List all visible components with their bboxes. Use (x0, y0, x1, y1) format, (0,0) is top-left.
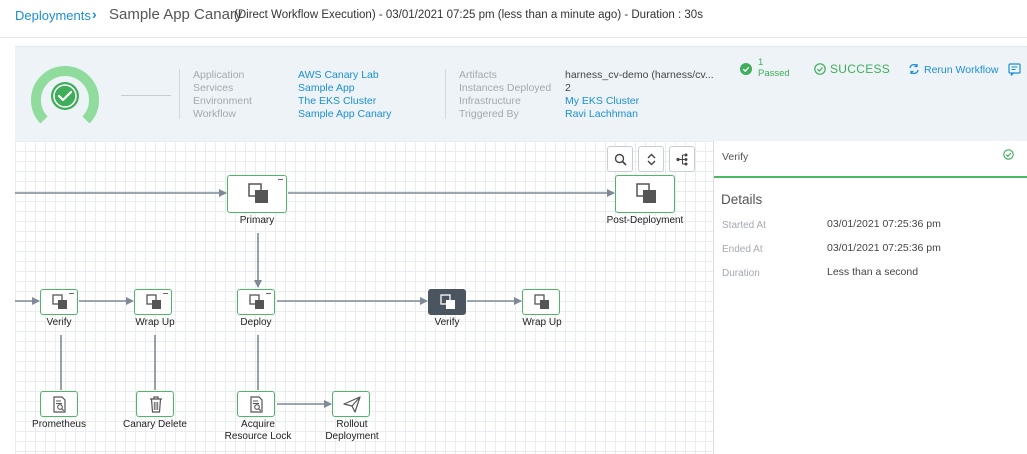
node-label-line: Deployment (325, 431, 379, 442)
minus-icon[interactable] (266, 293, 271, 294)
rerun-workflow-button[interactable]: Rerun Workflow (924, 64, 999, 76)
details-value-ended-at: 03/01/2021 07:25:36 pm (827, 242, 941, 254)
application-link[interactable]: AWS Canary Lab (298, 69, 379, 81)
node-rollout-deployment[interactable] (332, 391, 370, 417)
step-icon (52, 294, 67, 309)
step-icon (146, 294, 161, 309)
page-title: Sample App Canary (109, 6, 243, 23)
details-panel-title: Verify (722, 151, 749, 163)
label-artifacts: Artifacts (459, 69, 497, 81)
document-search-icon (250, 396, 263, 413)
node-wrapup-right[interactable] (522, 289, 560, 315)
services-link[interactable]: Sample App (298, 82, 355, 94)
environment-link[interactable]: The EKS Cluster (298, 95, 377, 107)
node-label-prometheus: Prometheus (32, 419, 86, 430)
workflow-link[interactable]: Sample App Canary (298, 108, 392, 120)
step-icon (249, 294, 264, 309)
node-prometheus[interactable] (40, 391, 78, 417)
collapse-expand-button[interactable] (638, 146, 664, 172)
node-label-line: Acquire (241, 419, 275, 430)
layout-icon (676, 153, 688, 166)
node-post-deployment[interactable] (615, 175, 675, 213)
details-value-started-at: 03/01/2021 07:25:36 pm (827, 218, 941, 230)
success-status-ring-icon (31, 66, 99, 124)
details-heading: Details (721, 192, 763, 207)
page-subtitle: (Direct Workflow Execution) - 03/01/2021… (234, 9, 703, 21)
label-triggered-by: Triggered By (459, 108, 519, 120)
details-value-duration: Less than a second (827, 266, 919, 278)
details-panel-divider (714, 176, 1027, 178)
instances-deployed-value: 2 (565, 82, 571, 94)
chevron-right-icon: › (92, 6, 97, 22)
node-label-wrapup-right: Wrap Up (522, 317, 562, 328)
label-environment: Environment (193, 95, 252, 107)
node-verify-left[interactable] (40, 289, 78, 315)
node-label-wrapup-left: Wrap Up (135, 317, 175, 328)
divider (179, 69, 180, 119)
artifact-value: harness_cv-demo (harness/cv... (565, 69, 714, 81)
check-circle-outline-icon (814, 63, 826, 75)
label-application: Application (193, 69, 245, 81)
node-label-primary: Primary (239, 215, 275, 226)
node-label-line: Resource Lock (224, 431, 292, 442)
details-label-started-at: Started At (722, 220, 766, 231)
minus-icon[interactable] (69, 293, 74, 294)
node-label-canary-delete: Canary Delete (123, 419, 187, 430)
node-label-acquire-resource-lock: Acquire Resource Lock (216, 419, 300, 443)
label-workflow: Workflow (193, 108, 236, 120)
details-label-duration: Duration (722, 268, 760, 279)
step-icon (534, 294, 549, 309)
infrastructure-link[interactable]: My EKS Cluster (565, 95, 640, 107)
minus-icon[interactable] (278, 179, 283, 180)
collapse-expand-icon (647, 153, 656, 166)
phase-icon (636, 183, 656, 203)
step-icon (440, 294, 455, 309)
layout-button[interactable] (669, 146, 695, 172)
node-label-verify-left: Verify (46, 317, 72, 328)
label-infrastructure: Infrastructure (459, 95, 521, 107)
check-circle-outline-icon (1003, 149, 1014, 160)
node-label-rollout-deployment: Rollout Deployment (316, 419, 388, 443)
notes-icon[interactable] (1008, 63, 1021, 76)
passed-count-number: 1 (758, 57, 764, 68)
node-label-line: Rollout (336, 419, 368, 430)
document-search-icon (53, 396, 66, 413)
top-bar: Deployments › Sample App Canary (Direct … (0, 0, 1027, 38)
execution-summary: Application Services Environment Workflo… (15, 46, 1027, 141)
rerun-icon[interactable] (908, 63, 920, 75)
phase-icon (248, 183, 268, 203)
divider (713, 141, 714, 454)
node-acquire-resource-lock[interactable] (237, 391, 275, 417)
node-label-verify-selected: Verify (434, 317, 460, 328)
label-instances-deployed: Instances Deployed (459, 82, 552, 94)
breadcrumb-deployments[interactable]: Deployments (15, 8, 91, 23)
divider (121, 95, 171, 96)
send-icon (343, 396, 361, 413)
check-circle-icon (740, 63, 752, 75)
node-label-post-deployment: Post-Deployment (606, 215, 684, 226)
triggered-by-link[interactable]: Ravi Lachhman (565, 108, 638, 120)
divider (445, 69, 446, 119)
node-deploy[interactable] (237, 289, 275, 315)
minus-icon[interactable] (163, 293, 168, 294)
search-icon (614, 153, 627, 166)
node-label-deploy: Deploy (240, 317, 272, 328)
label-services: Services (193, 82, 234, 94)
node-canary-delete[interactable] (136, 391, 174, 417)
passed-count: 1 Passed (758, 57, 790, 79)
passed-count-label: Passed (758, 68, 790, 79)
trash-icon (150, 396, 162, 413)
node-primary[interactable] (227, 175, 287, 213)
details-label-ended-at: Ended At (722, 244, 763, 255)
search-button[interactable] (607, 146, 633, 172)
status-badge: SUCCESS (830, 62, 891, 76)
node-verify-selected[interactable] (428, 289, 466, 315)
node-wrapup-left[interactable] (134, 289, 172, 315)
